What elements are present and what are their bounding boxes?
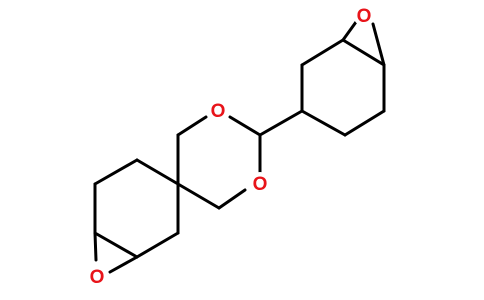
bond bbox=[93, 231, 139, 259]
atom-label-o-dioxane-upper: O bbox=[211, 101, 226, 122]
bond bbox=[228, 115, 262, 137]
bond bbox=[135, 158, 180, 186]
lower-cyclohexane-ring bbox=[93, 158, 180, 259]
bond bbox=[93, 231, 98, 262]
lower-epoxide bbox=[93, 231, 139, 274]
bond bbox=[341, 20, 358, 42]
upper-cyclohexane-ring bbox=[300, 38, 386, 137]
atom-label-o-bottom: O bbox=[90, 267, 105, 288]
bond bbox=[371, 22, 386, 67]
bond bbox=[343, 109, 386, 137]
atom-label-o-dioxane-lower: O bbox=[253, 174, 268, 195]
bond bbox=[341, 38, 386, 67]
bond bbox=[258, 109, 304, 137]
atom-label-o-top: O bbox=[357, 6, 372, 27]
dioxane-ring bbox=[176, 115, 262, 210]
bond bbox=[176, 115, 208, 137]
bond bbox=[217, 188, 247, 210]
upper-epoxide bbox=[341, 20, 386, 67]
oxygen-atom-dioxane-lower: O bbox=[249, 172, 271, 195]
bond bbox=[176, 182, 221, 210]
bond bbox=[300, 109, 347, 137]
bond bbox=[108, 255, 139, 274]
oxygen-atom-top: O bbox=[353, 4, 375, 27]
bond bbox=[135, 231, 180, 259]
oxygen-atom-bottom: O bbox=[86, 265, 108, 288]
oxygen-atom-dioxane-upper: O bbox=[207, 99, 229, 122]
bond bbox=[300, 38, 345, 67]
bond bbox=[93, 158, 139, 186]
